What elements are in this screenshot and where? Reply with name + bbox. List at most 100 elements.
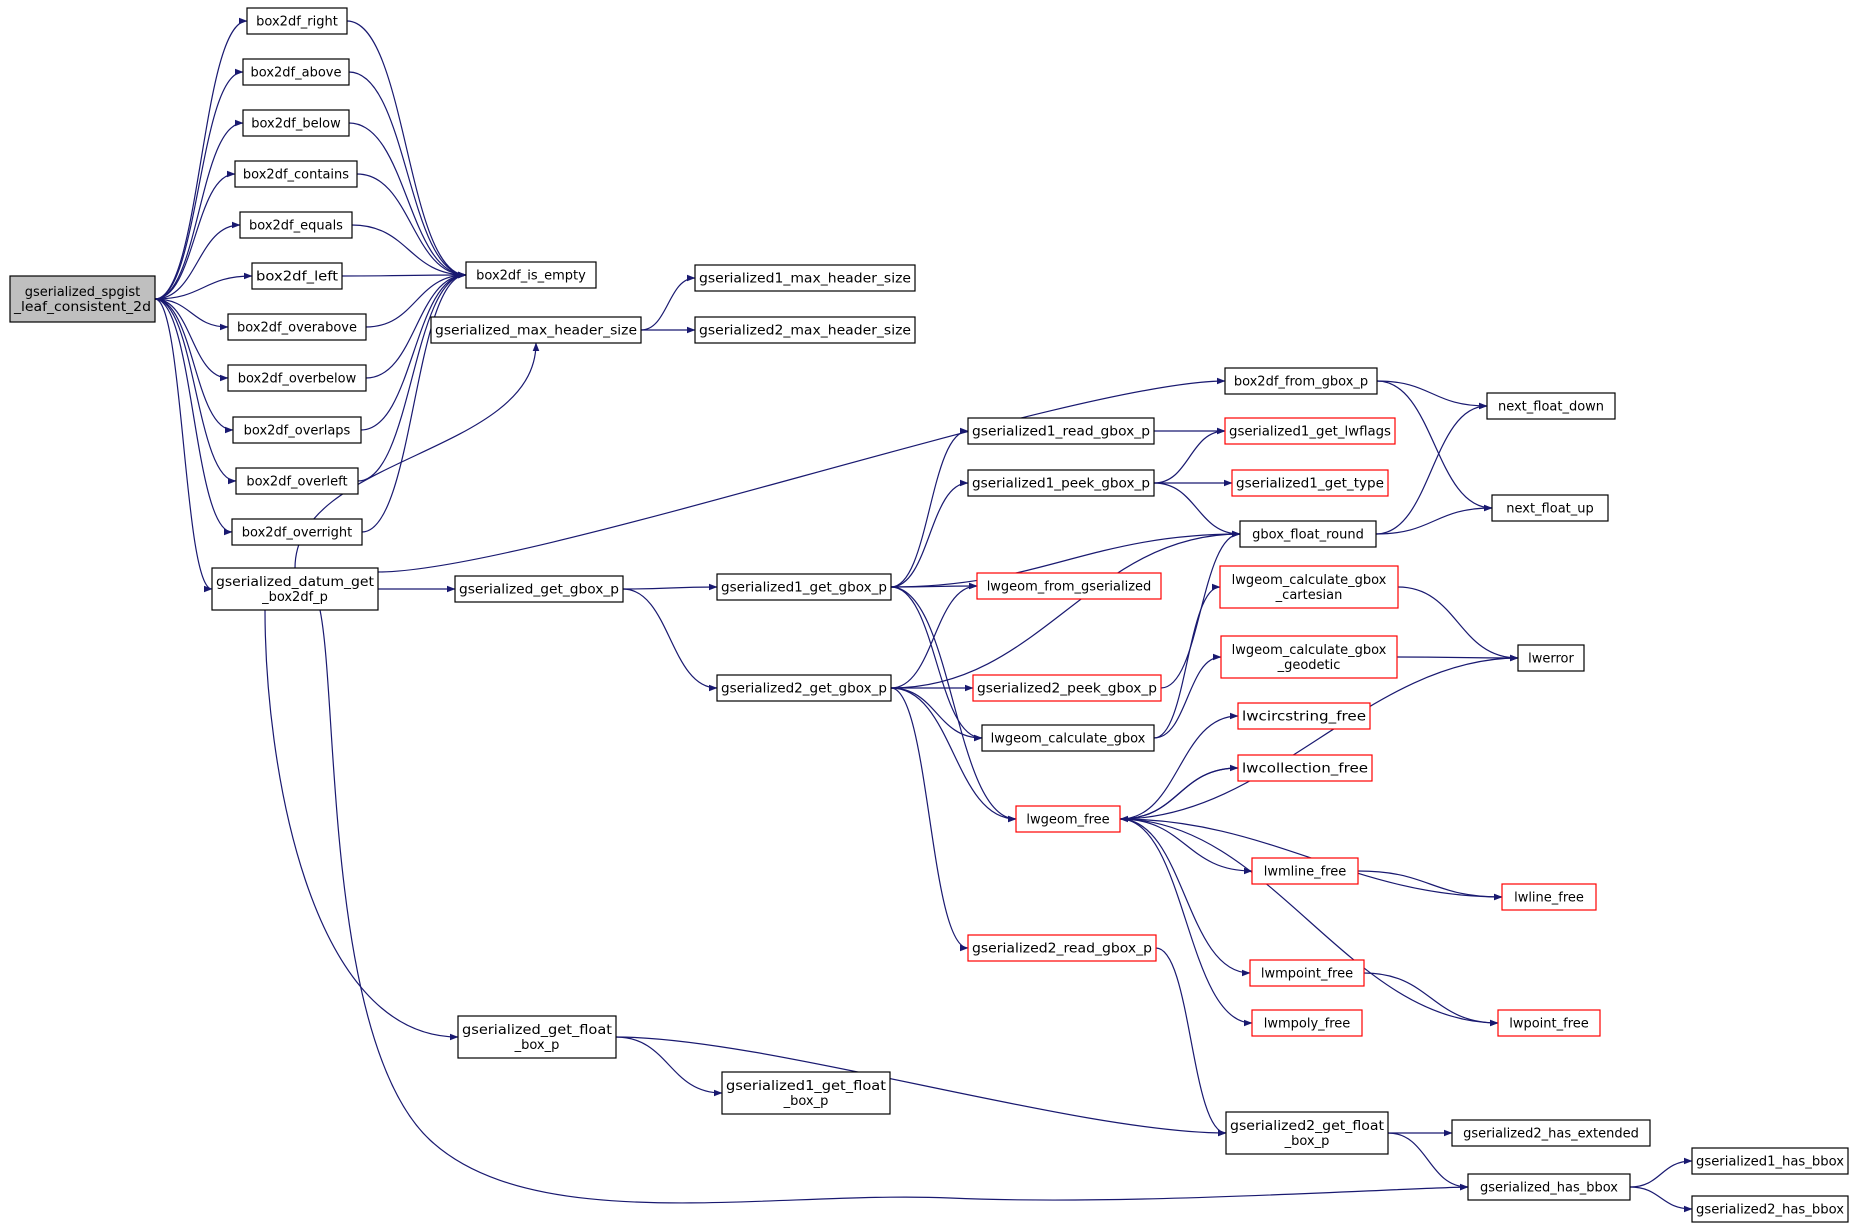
node-label: lwerror	[1528, 652, 1574, 667]
node-gbox_float_round[interactable]: gbox_float_round	[1239, 520, 1377, 548]
edge-box2df_below--box2df_is_empty	[348, 122, 467, 279]
node-box2df_overabove[interactable]: box2df_overabove	[227, 313, 367, 341]
node-label: box2df_equals	[249, 219, 343, 234]
node-box2df_below[interactable]: box2df_below	[242, 109, 350, 137]
edge-gbox_float_round--next_float_up	[1375, 504, 1493, 535]
node-gserialized2_get_float_box_p[interactable]: gserialized2_get_float_box_p	[1225, 1111, 1389, 1155]
node-box2df_is_empty[interactable]: box2df_is_empty	[465, 261, 597, 289]
edge-lwgeom_free--lwmpoint_free	[1119, 818, 1251, 977]
node-label: lwgeom_calculate_gbox	[1232, 643, 1387, 658]
edge-lwgeom_free--lwcircstring_free	[1119, 712, 1239, 820]
edge-gbox_float_round--next_float_down	[1375, 402, 1488, 535]
node-lwgeom_from_gserialized[interactable]: lwgeom_from_gserialized	[976, 572, 1162, 600]
node-gserialized2_max_header_size[interactable]: gserialized2_max_header_size	[694, 316, 916, 344]
edge-lwgeom_calculate_gbox--lwgeom_calculate_gbox_cartesian	[1153, 583, 1221, 739]
node-gserialized_has_bbox[interactable]: gserialized_has_bbox	[1467, 1173, 1631, 1201]
edge-gserialized1_get_gbox_p--lwgeom_free	[890, 586, 1017, 823]
node-label: gserialized2_get_gbox_p	[721, 682, 887, 697]
node-gserialized1_get_float_box_p[interactable]: gserialized1_get_float_box_p	[721, 1071, 891, 1115]
node-lwpoint_free[interactable]: lwpoint_free	[1497, 1009, 1601, 1037]
edge-gserialized2_read_gbox_p--gserialized2_get_float_box_p	[1155, 947, 1227, 1137]
edge-gserialized_get_gbox_p--gserialized2_get_gbox_p	[622, 588, 718, 692]
node-lwgeom_calculate_gbox[interactable]: lwgeom_calculate_gbox	[981, 724, 1155, 752]
node-label: box2df_left	[256, 270, 338, 285]
node-label: _geodetic	[1277, 658, 1341, 673]
node-lwmpoly_free[interactable]: lwmpoly_free	[1251, 1009, 1363, 1037]
node-box2df_overleft[interactable]: box2df_overleft	[235, 467, 359, 495]
edge-gserialized_datum_get_box2df_p--gserialized_get_float_box_p	[264, 609, 459, 1041]
node-gserialized_get_float_box_p[interactable]: gserialized_get_float_box_p	[457, 1015, 617, 1059]
node-label: gserialized_datum_get	[216, 575, 374, 590]
node-label: box2df_overlaps	[244, 424, 351, 439]
node-gserialized1_has_bbox[interactable]: gserialized1_has_bbox	[1691, 1147, 1849, 1175]
node-lwgeom_free[interactable]: lwgeom_free	[1015, 805, 1121, 833]
edge-box2df_overright--box2df_is_empty	[361, 271, 467, 533]
edge-box2df_equals--box2df_is_empty	[351, 224, 467, 279]
edge-gserialized1_peek_gbox_p--gbox_float_round	[1153, 482, 1241, 538]
node-lwgeom_calculate_gbox_geodetic[interactable]: lwgeom_calculate_gbox_geodetic	[1220, 635, 1398, 679]
node-label: box2df_right	[256, 15, 338, 30]
node-gserialized2_peek_gbox_p[interactable]: gserialized2_peek_gbox_p	[972, 674, 1162, 702]
node-lwmpoint_free[interactable]: lwmpoint_free	[1249, 959, 1365, 987]
node-gserialized1_get_type[interactable]: gserialized1_get_type	[1231, 469, 1389, 497]
node-gserialized1_peek_gbox_p[interactable]: gserialized1_peek_gbox_p	[967, 469, 1155, 497]
edge-lwgeom_calculate_gbox_cartesian--lwerror	[1397, 586, 1519, 662]
node-label: lwgeom_from_gserialized	[987, 580, 1152, 595]
node-lwmline_free[interactable]: lwmline_free	[1251, 857, 1359, 885]
node-box2df_left[interactable]: box2df_left	[251, 262, 343, 290]
node-gserialized1_get_lwflags[interactable]: gserialized1_get_lwflags	[1224, 417, 1396, 445]
node-label: gserialized_spgist	[25, 285, 141, 300]
node-label: next_float_up	[1506, 502, 1594, 517]
node-label: gserialized2_has_bbox	[1696, 1203, 1844, 1218]
node-gserialized_datum_get_box2df_p[interactable]: gserialized_datum_get_box2df_p	[211, 567, 379, 611]
node-next_float_up[interactable]: next_float_up	[1491, 494, 1609, 522]
node-lwline_free[interactable]: lwline_free	[1501, 883, 1597, 911]
node-lwgeom_calculate_gbox_cartesian[interactable]: lwgeom_calculate_gbox_cartesian	[1219, 565, 1399, 609]
node-gserialized2_has_bbox[interactable]: gserialized2_has_bbox	[1691, 1195, 1849, 1223]
node-gserialized2_get_gbox_p[interactable]: gserialized2_get_gbox_p	[716, 674, 892, 702]
node-box2df_equals[interactable]: box2df_equals	[239, 211, 353, 239]
edge-box2df_overlaps--box2df_is_empty	[360, 271, 467, 431]
node-label: _box_p	[1284, 1134, 1330, 1149]
node-gserialized2_has_extended[interactable]: gserialized2_has_extended	[1451, 1119, 1651, 1147]
node-box2df_overlaps[interactable]: box2df_overlaps	[232, 416, 362, 444]
node-lwcollection_free[interactable]: lwcollection_free	[1237, 754, 1373, 782]
node-label: _box_p	[514, 1038, 560, 1053]
node-next_float_down[interactable]: next_float_down	[1486, 392, 1616, 420]
node-box2df_from_gbox_p[interactable]: box2df_from_gbox_p	[1224, 367, 1378, 395]
node-label: gserialized_get_gbox_p	[459, 583, 619, 598]
edge-gserialized1_get_gbox_p--gserialized1_peek_gbox_p	[890, 479, 969, 588]
node-box2df_overright[interactable]: box2df_overright	[231, 518, 363, 546]
node-box2df_right[interactable]: box2df_right	[246, 7, 348, 35]
edge-gserialized_get_float_box_p--gserialized1_get_float_box_p	[615, 1036, 723, 1097]
edge-gserialized_get_float_box_p--gserialized2_get_float_box_p	[615, 1036, 1227, 1137]
node-gserialized_max_header_size[interactable]: gserialized_max_header_size	[430, 316, 642, 344]
node-label: lwcollection_free	[1242, 762, 1368, 777]
edge-gserialized1_get_gbox_p--gbox_float_round	[890, 530, 1241, 588]
edge-lwgeom_free--lwpoint_free	[1119, 818, 1499, 1027]
node-label: _leaf_consistent_2d	[13, 300, 151, 315]
node-label: gserialized1_get_lwflags	[1229, 425, 1391, 440]
edge-box2df_overleft--box2df_is_empty	[357, 271, 467, 482]
node-gserialized_get_gbox_p[interactable]: gserialized_get_gbox_p	[454, 575, 624, 603]
node-box2df_overbelow[interactable]: box2df_overbelow	[227, 364, 367, 392]
node-gserialized1_max_header_size[interactable]: gserialized1_max_header_size	[694, 264, 916, 292]
node-lwerror[interactable]: lwerror	[1517, 644, 1585, 672]
node-gserialized1_read_gbox_p[interactable]: gserialized1_read_gbox_p	[967, 417, 1155, 445]
node-label: gserialized1_get_gbox_p	[721, 581, 887, 596]
edge-box2df_contains--box2df_is_empty	[356, 173, 467, 279]
node-box2df_contains[interactable]: box2df_contains	[234, 160, 358, 188]
node-label: gserialized1_has_bbox	[1696, 1155, 1844, 1170]
node-lwcircstring_free[interactable]: lwcircstring_free	[1237, 702, 1371, 730]
node-gserialized2_read_gbox_p[interactable]: gserialized2_read_gbox_p	[967, 934, 1157, 962]
node-gserialized1_get_gbox_p[interactable]: gserialized1_get_gbox_p	[716, 573, 892, 601]
edge-box2df_from_gbox_p--next_float_down	[1376, 380, 1488, 410]
node-label: lwmpoint_free	[1261, 967, 1353, 982]
node-box2df_above[interactable]: box2df_above	[242, 58, 350, 86]
edge-root--gserialized_datum_get_box2df_p	[154, 298, 213, 593]
node-label: lwline_free	[1514, 891, 1584, 906]
edge-lwmpoint_free--lwpoint_free	[1363, 972, 1499, 1027]
node-root: gserialized_spgist_leaf_consistent_2d	[9, 275, 156, 323]
node-label: gserialized_has_bbox	[1480, 1181, 1618, 1196]
